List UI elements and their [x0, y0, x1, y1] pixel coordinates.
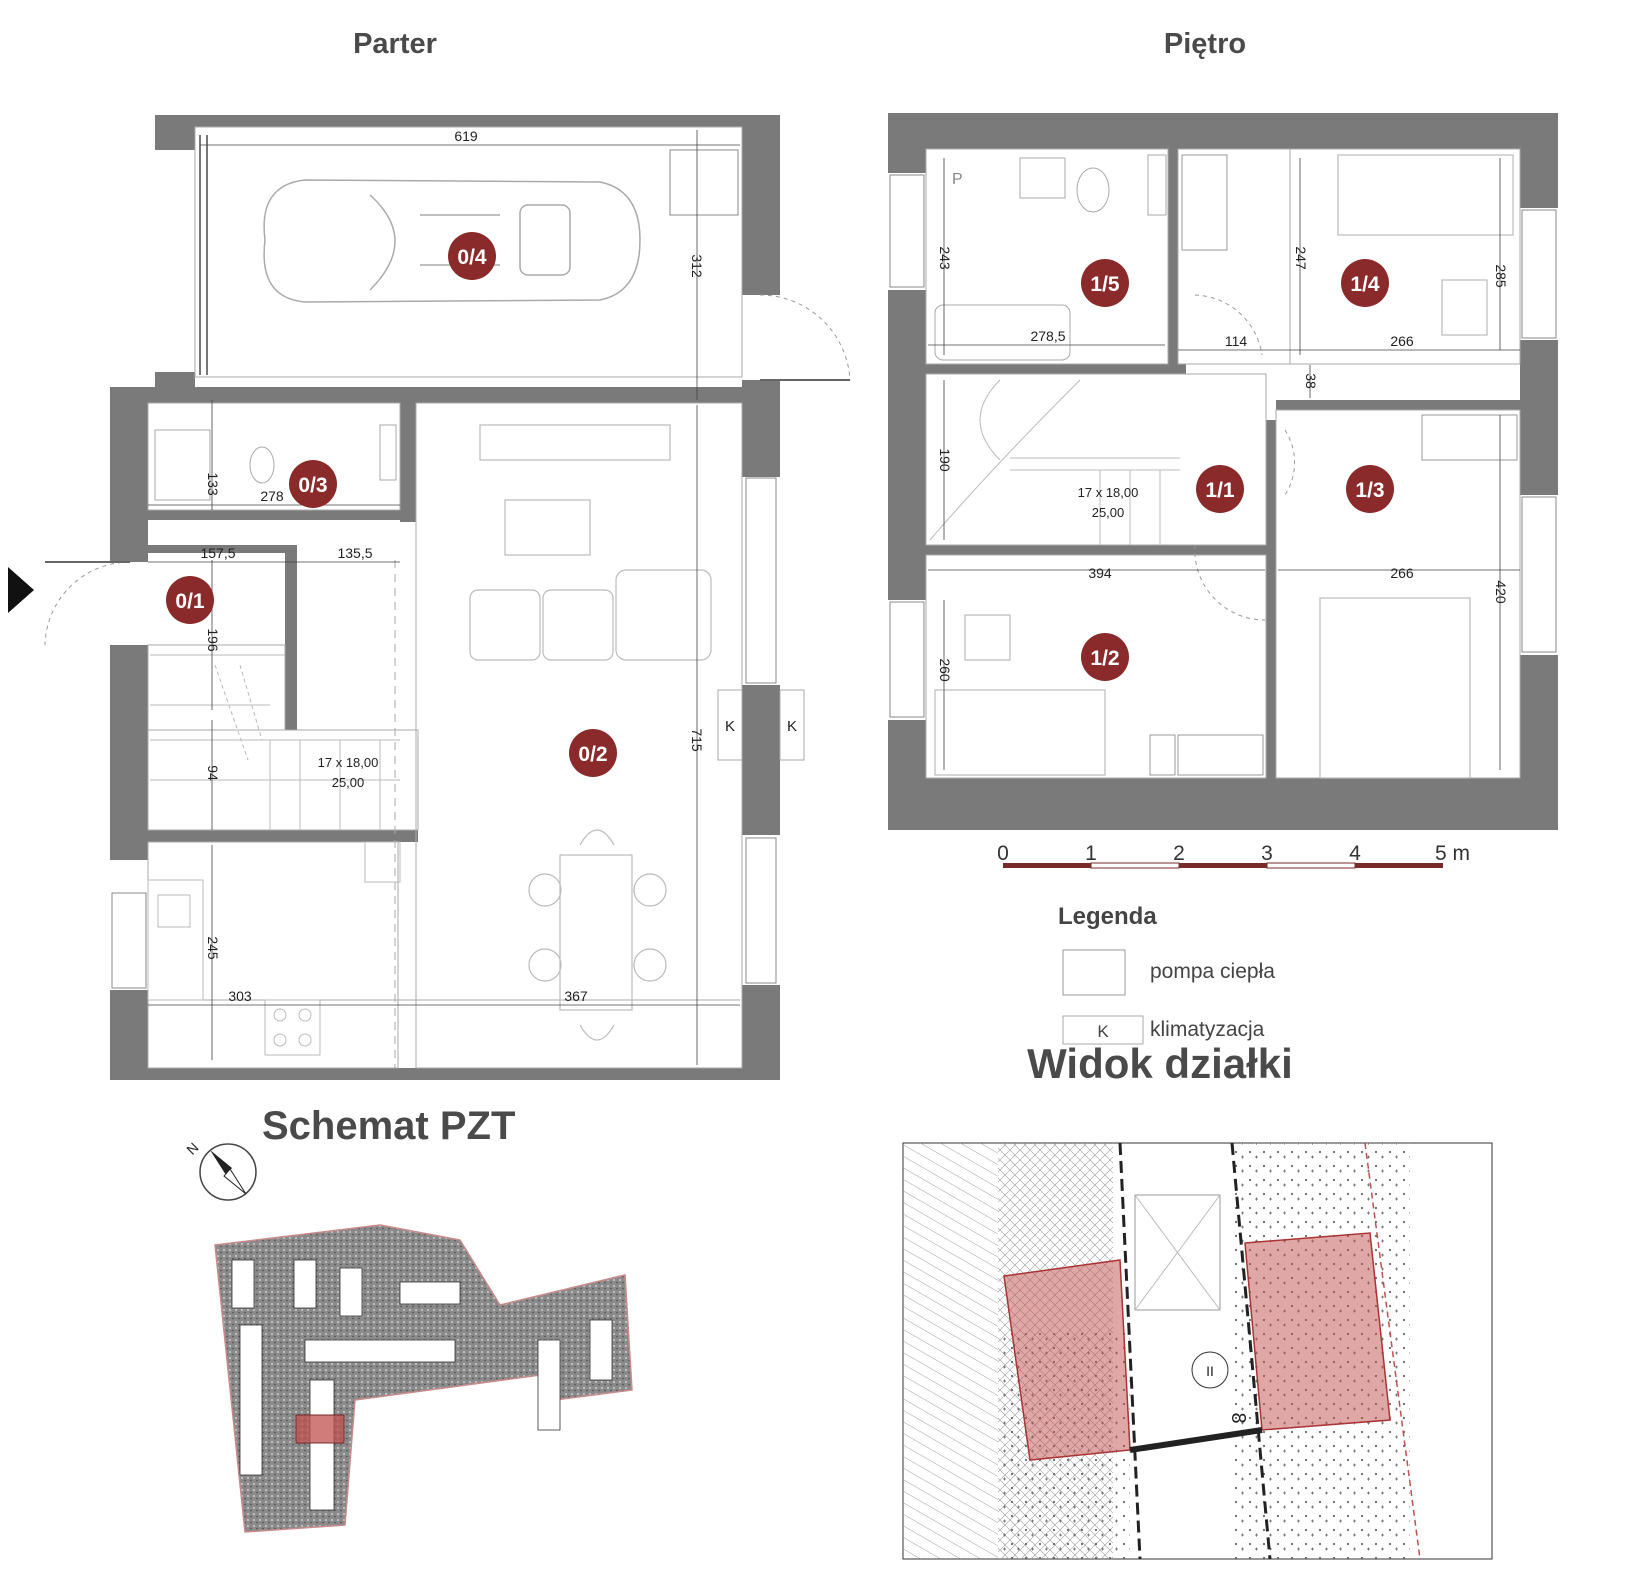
dim-278-5: 278,5	[1030, 328, 1065, 344]
upper-windows	[889, 174, 1557, 718]
dim-266-bottom: 266	[1390, 565, 1414, 581]
ground-floor-plan	[8, 115, 851, 1080]
ground-stairs	[150, 654, 400, 830]
pump-mark-p: P	[952, 171, 963, 188]
upper-dimension-labels: 243 278,5 247 285 114 266 38 190 17 x 18…	[937, 171, 1509, 682]
room-label-0-3: 0/3	[298, 474, 327, 497]
stairs-upper-spec: 17 x 18,00	[1078, 485, 1139, 500]
dim-196: 196	[205, 628, 221, 652]
ac-units	[717, 689, 805, 761]
dim-114: 114	[1225, 333, 1248, 349]
scale-tick-4: 4	[1349, 842, 1361, 865]
site-symbol: II	[1206, 1363, 1214, 1379]
site-symbol-circle	[1191, 1351, 1229, 1389]
compass-n-label: N	[183, 1139, 201, 1157]
room-label-1-3: 1/3	[1355, 479, 1384, 502]
wardrobes	[1149, 154, 1518, 776]
ac-mark-2: K	[787, 718, 797, 735]
upper-walls	[888, 113, 1558, 830]
scale-tick-3: 3	[1261, 842, 1273, 865]
legend-title: Legenda	[1058, 903, 1157, 930]
room-label-1-5: 1/5	[1090, 273, 1120, 296]
upper-floor-plan	[888, 113, 1558, 830]
legend-heat-pump-icon	[1062, 949, 1126, 996]
dim-619: 619	[454, 128, 478, 144]
entry-door-swing	[44, 561, 131, 646]
dim-133: 133	[205, 472, 221, 496]
legend-heat-pump-label: pompa ciepła	[1150, 960, 1275, 983]
upper-door-swings	[1194, 294, 1295, 621]
scale-tick-5: 5 m	[1435, 842, 1470, 865]
scale-tick-2: 2	[1173, 842, 1185, 865]
upper-interior-lines	[925, 148, 1521, 779]
dim-260: 260	[937, 658, 953, 682]
heading-widok-dzialki: Widok działki	[1027, 1040, 1293, 1087]
legend-ac-icon	[1062, 1015, 1144, 1045]
ground-bathroom-fixtures	[154, 424, 397, 501]
dim-278: 278	[260, 488, 284, 504]
site-view-map	[902, 1142, 1493, 1560]
door-swing	[759, 294, 851, 381]
pzt-highlight-unit	[295, 1414, 345, 1444]
house-walls	[110, 387, 780, 1080]
room-label-1-4: 1/4	[1350, 273, 1380, 296]
stairs-ground-spec: 17 x 18,00	[318, 755, 379, 770]
legend-ac-mark: K	[1097, 1022, 1109, 1041]
dim-303: 303	[228, 988, 252, 1004]
dim-190: 190	[937, 448, 953, 472]
upper-bathroom-fixtures	[934, 154, 1167, 361]
room-label-0-1: 0/1	[175, 590, 205, 613]
ground-windows	[111, 477, 777, 989]
dim-247: 247	[1293, 246, 1309, 270]
room-label-0-4: 0/4	[457, 246, 487, 269]
upper-stairs	[929, 379, 1180, 545]
stairs-upper-tread: 25,00	[1092, 505, 1125, 520]
living-room-furniture	[469, 424, 712, 661]
compass-icon	[199, 1143, 257, 1201]
heading-pietro: Piętro	[1163, 28, 1247, 60]
room-label-1-2: 1/2	[1090, 647, 1119, 670]
upper-dimension-lines	[928, 158, 1520, 770]
dim-266-top: 266	[1390, 333, 1414, 349]
ac-mark-1: K	[725, 718, 735, 735]
car-icon	[263, 179, 641, 303]
dim-715: 715	[689, 728, 705, 752]
beds	[934, 154, 1514, 779]
room-label-0-2: 0/2	[578, 743, 607, 766]
pzt-site-map	[214, 1224, 633, 1533]
dim-420: 420	[1493, 580, 1509, 604]
ground-dimension-labels: 619 312 133 278 157,5 135,5 196 94 245 3…	[200, 128, 797, 1004]
entrance-arrow-icon	[8, 567, 34, 613]
legend-ac-label: klimatyzacja	[1150, 1018, 1265, 1041]
scale-tick-1: 1	[1085, 842, 1097, 865]
dining-table	[528, 829, 667, 1041]
dim-285: 285	[1493, 264, 1509, 288]
heat-pump-icon	[669, 149, 739, 216]
stairs-ground-tread: 25,00	[332, 775, 365, 790]
dim-245: 245	[205, 936, 221, 960]
scale-tick-0: 0	[997, 842, 1009, 865]
scale-labels: 0 1 2 3 4 5 m	[997, 842, 1470, 865]
heading-parter: Parter	[353, 28, 437, 60]
garage-door	[199, 135, 208, 375]
dim-94: 94	[205, 765, 221, 781]
scale-bar	[1003, 862, 1443, 869]
dim-312: 312	[689, 254, 705, 278]
site-plot-number: 8	[1227, 1412, 1249, 1423]
dim-394: 394	[1088, 565, 1112, 581]
dim-243: 243	[937, 246, 953, 270]
dim-367: 367	[564, 988, 588, 1004]
room-label-1-1: 1/1	[1205, 479, 1235, 502]
ground-dimension-lines	[148, 130, 740, 1065]
heading-schemat-pzt: Schemat PZT	[262, 1104, 516, 1148]
dim-135-5: 135,5	[337, 545, 372, 561]
room-badges	[166, 232, 1394, 777]
ground-interior-lines	[147, 126, 743, 1069]
site-highlight-right	[1244, 1232, 1391, 1431]
dim-38: 38	[1303, 373, 1319, 389]
dim-157-5: 157,5	[200, 545, 235, 561]
kitchen-units	[147, 841, 401, 1056]
